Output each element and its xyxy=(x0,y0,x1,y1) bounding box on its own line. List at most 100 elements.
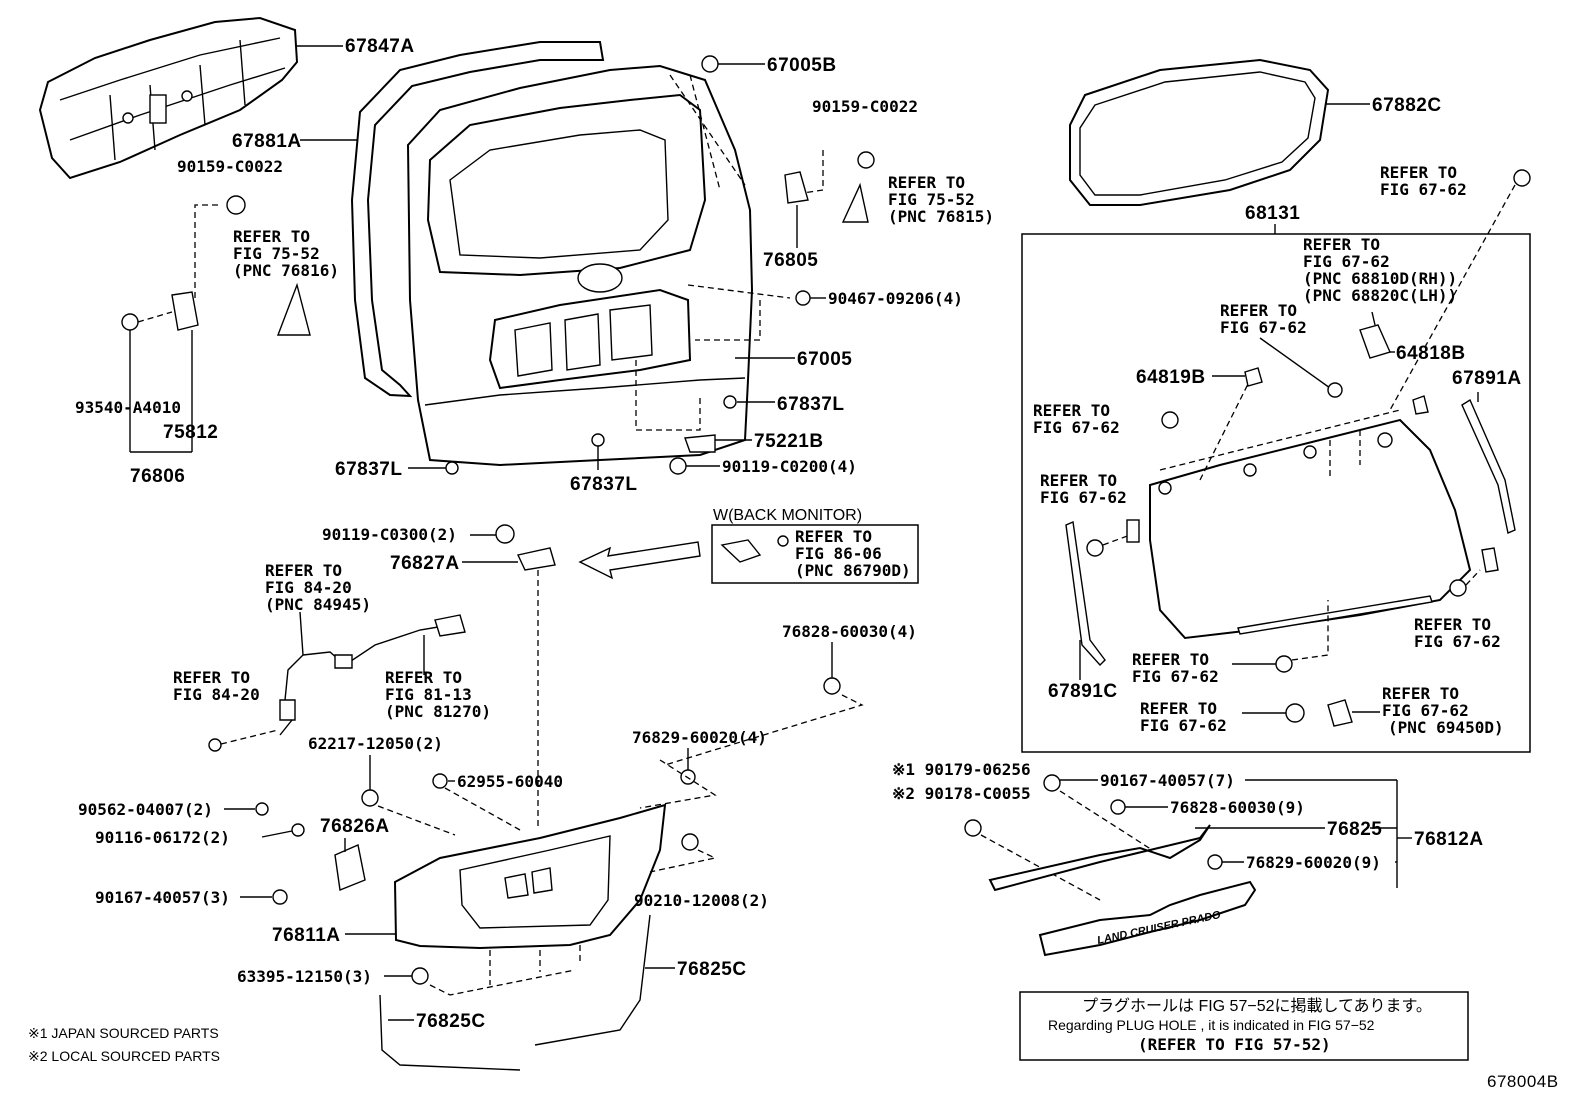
ref-81-1: REFER TO xyxy=(385,668,462,687)
label-90116: 90116-06172(2) xyxy=(95,828,230,847)
label-67837L-a: 67837L xyxy=(777,394,844,415)
label-76825C-b: 76825C xyxy=(416,1011,486,1032)
bracket-76827A xyxy=(516,547,556,571)
label-62955: 62955-60040 xyxy=(457,772,563,791)
molding-67891C xyxy=(1065,520,1106,667)
emblem-garnish xyxy=(1038,880,1257,957)
ref-mid-1: REFER TO xyxy=(1220,301,1297,320)
label-76829-4: 76829-60020(4) xyxy=(632,728,767,747)
note-japan-sourced: ※1 JAPAN SOURCED PARTS xyxy=(28,1025,219,1041)
ref-l2-1: REFER TO xyxy=(1040,471,1117,490)
ref-b3-1: REFER TO xyxy=(1382,684,1459,703)
label-67005B: 67005B xyxy=(767,55,837,76)
molding-67891A xyxy=(1461,398,1516,534)
ref-84-a1: REFER TO xyxy=(265,561,342,580)
ref-86-3: (PNC 86790D) xyxy=(795,561,911,580)
back-door-panel-67005 xyxy=(406,64,754,467)
ref-75-52-right-1: REFER TO xyxy=(888,173,965,192)
bracket-76805 xyxy=(784,171,809,204)
ref-b3-2: FIG 67-62 xyxy=(1382,701,1469,720)
label-76811A: 76811A xyxy=(272,925,341,946)
hinge-75812 xyxy=(171,291,199,331)
ref-b1-1: REFER TO xyxy=(1132,650,1209,669)
label-90562: 90562-04007(2) xyxy=(78,800,213,819)
ref-84-b2: FIG 84-20 xyxy=(173,685,260,704)
garnish-76825 xyxy=(988,824,1211,892)
label-90119-0300: 90119-C0300(2) xyxy=(322,525,457,544)
label-76805: 76805 xyxy=(763,250,818,271)
label-90210: 90210-12008(2) xyxy=(634,891,769,910)
ref-hinge-3: (PNC 68810D(RH)) xyxy=(1303,269,1457,288)
ref-hinge-2: FIG 67-62 xyxy=(1303,252,1390,271)
label-90159-left: 90159-C0022 xyxy=(177,157,283,176)
ref-84-a2: FIG 84-20 xyxy=(265,578,352,597)
ref-b2-2: FIG 67-62 xyxy=(1140,716,1227,735)
plug-hole-jp: プラグホールは FIG 57−52に掲載してあります。 xyxy=(1082,997,1432,1015)
rear-window-glass xyxy=(1149,418,1472,640)
label-90159-right: 90159-C0022 xyxy=(812,97,918,116)
label-90167-7: 90167-40057(7) xyxy=(1100,771,1235,790)
arrow-back-monitor xyxy=(578,541,701,580)
label-76806: 76806 xyxy=(130,466,185,487)
ref-75-52-left-2: FIG 75-52 xyxy=(233,244,320,263)
ref-86-1: REFER TO xyxy=(795,527,872,546)
label-64818B: 64818B xyxy=(1396,343,1466,364)
label-76812A: 76812A xyxy=(1414,829,1484,850)
label-67891C: 67891C xyxy=(1048,681,1118,702)
label-76828-9: 76828-60030(9) xyxy=(1170,798,1305,817)
label-68131: 68131 xyxy=(1245,203,1300,224)
label-62217: 62217-12050(2) xyxy=(308,734,443,753)
ref-mid-2: FIG 67-62 xyxy=(1220,318,1307,337)
label-67891A: 67891A xyxy=(1452,368,1522,389)
ref-r1-1: REFER TO xyxy=(1414,615,1491,634)
ref-top-2: FIG 67-62 xyxy=(1380,180,1467,199)
ref-l1-2: FIG 67-62 xyxy=(1033,418,1120,437)
ref-hinge-1: REFER TO xyxy=(1303,235,1380,254)
label-67837L-c: 67837L xyxy=(335,459,402,480)
weatherstrip-67882C xyxy=(1069,58,1330,206)
ref-86-2: FIG 86-06 xyxy=(795,544,882,563)
weatherstrip-67881A xyxy=(350,41,605,398)
plug-hole-note-box xyxy=(1019,991,1469,1061)
label-76826A: 76826A xyxy=(320,816,390,837)
ref-b1-2: FIG 67-62 xyxy=(1132,667,1219,686)
plug-hole-en: Regarding PLUG HOLE , it is indicated in… xyxy=(1048,1017,1375,1033)
garnish-76811A xyxy=(393,803,667,950)
ref-75-52-left-1: REFER TO xyxy=(233,227,310,246)
label-90467: 90467-09206(4) xyxy=(828,289,963,308)
label-90179: ※1 90179-06256 xyxy=(892,760,1031,779)
label-90119-0200: 90119-C0200(4) xyxy=(722,457,857,476)
insulator-67847A xyxy=(38,16,299,180)
label-90167-3: 90167-40057(3) xyxy=(95,888,230,907)
ref-top-1: REFER TO xyxy=(1380,163,1457,182)
ref-hinge-4: (PNC 68820C(LH)) xyxy=(1303,286,1457,305)
label-64819B: 64819B xyxy=(1136,367,1206,388)
rear-glass-box-68131 xyxy=(1021,233,1531,753)
back-monitor-box xyxy=(711,524,919,584)
label-67837L-b: 67837L xyxy=(570,474,637,495)
ref-75-52-right-2: FIG 75-52 xyxy=(888,190,975,209)
ref-l1-1: REFER TO xyxy=(1033,401,1110,420)
ref-84-a3: (PNC 84945) xyxy=(265,595,371,614)
label-76828-4: 76828-60030(4) xyxy=(782,622,917,641)
label-67881A: 67881A xyxy=(232,131,302,152)
back-monitor-title: W(BACK MONITOR) xyxy=(713,507,862,524)
ref-b3-3: (PNC 69450D) xyxy=(1388,718,1504,737)
label-75221B: 75221B xyxy=(754,431,824,452)
label-76825C-a: 76825C xyxy=(677,959,747,980)
figure-id: 678004B xyxy=(1487,1072,1559,1091)
ref-b2-1: REFER TO xyxy=(1140,699,1217,718)
label-67847A: 67847A xyxy=(345,36,415,57)
ref-81-3: (PNC 81270) xyxy=(385,702,491,721)
label-93540: 93540-A4010 xyxy=(75,398,181,417)
bracket-76826A xyxy=(334,844,366,891)
ref-l2-2: FIG 67-62 xyxy=(1040,488,1127,507)
label-76827A: 76827A xyxy=(390,553,460,574)
note-local-sourced: ※2 LOCAL SOURCED PARTS xyxy=(28,1048,220,1064)
label-67005: 67005 xyxy=(797,349,852,370)
label-76829-9: 76829-60020(9) xyxy=(1246,853,1381,872)
label-63395: 63395-12150(3) xyxy=(237,967,372,986)
ref-75-52-left-3: (PNC 76816) xyxy=(233,261,339,280)
label-90178: ※2 90178-C0055 xyxy=(892,784,1031,803)
